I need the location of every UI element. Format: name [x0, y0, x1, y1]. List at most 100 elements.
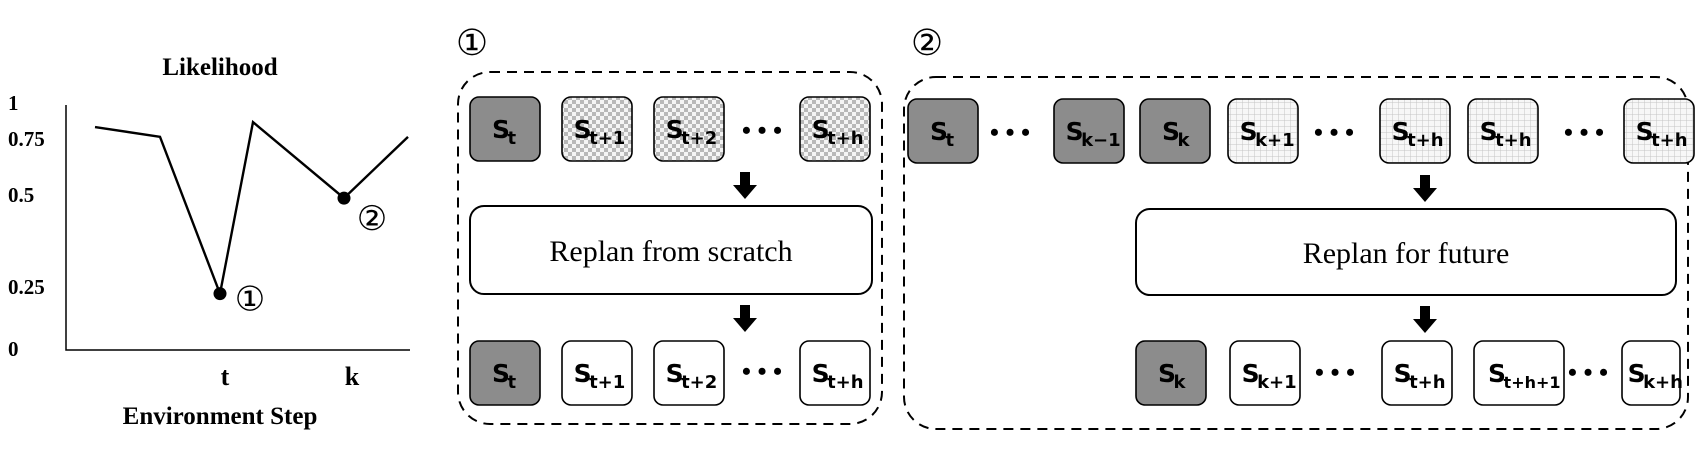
state-box-frame: [469, 96, 541, 162]
state-box-frame: [1135, 340, 1207, 406]
down-arrow-icon: [1413, 306, 1437, 333]
state-box-frame: [1621, 340, 1681, 406]
state-subscript: t: [508, 128, 517, 149]
state-symbol: S: [574, 359, 592, 388]
down-arrow-icon: [1413, 175, 1437, 202]
state-box: St: [907, 98, 979, 164]
x-axis-label: Environment Step: [123, 403, 318, 430]
state-subscript: k−1: [1081, 130, 1121, 151]
state-box-frame: [561, 340, 633, 406]
state-symbol: S: [1628, 359, 1646, 388]
state-box-frame: [469, 340, 541, 406]
state-box: St+h: [1623, 98, 1695, 164]
state-symbol: S: [1394, 359, 1412, 388]
state-symbol: S: [930, 117, 948, 146]
state-box: St+1: [561, 340, 633, 406]
state-symbol: S: [1242, 359, 1260, 388]
panel1-marker: ①: [456, 23, 488, 63]
state-subscript: t+1: [589, 128, 625, 149]
state-box: St: [469, 340, 541, 406]
ellipsis-dots: • • •: [742, 116, 782, 145]
y-tick-label: 0.75: [8, 127, 45, 151]
state-symbol: S: [492, 359, 510, 388]
state-symbol: S: [492, 115, 510, 144]
state-subscript: t+h+1: [1504, 373, 1561, 392]
state-subscript: t+1: [589, 372, 625, 393]
replan-for-future-label: Replan for future: [1303, 237, 1510, 270]
state-symbol: S: [1066, 117, 1084, 146]
y-tick-label: 0: [8, 337, 19, 361]
state-symbol: S: [574, 115, 592, 144]
state-symbol: S: [1488, 359, 1506, 388]
state-box: St+h: [1379, 98, 1451, 164]
state-box-frame: [1381, 340, 1453, 406]
chart-axes: [65, 105, 410, 351]
down-arrow-icon: [733, 172, 757, 199]
state-box: Sk+1: [1229, 340, 1301, 406]
state-box-frame: [653, 340, 725, 406]
state-box: St+h: [799, 340, 871, 406]
y-tick-label: 0.25: [8, 275, 45, 299]
state-subscript: t+h: [827, 372, 864, 393]
x-tick-label-t: t: [221, 362, 230, 391]
state-box-frame: [1139, 98, 1211, 164]
state-box: St: [469, 96, 541, 162]
y-tick-label: 1: [8, 91, 19, 115]
state-subscript: k+1: [1255, 130, 1295, 151]
ellipsis-dots: • • •: [1568, 358, 1608, 387]
likelihood-chart: Likelihood 1 0.75 0.5 0.25 0 ①② t k Envi…: [8, 54, 410, 430]
down-arrow-icon: [733, 305, 757, 332]
state-subscript: t+h: [1409, 372, 1446, 393]
replan-from-scratch-label: Replan from scratch: [549, 235, 792, 268]
ellipsis-dots: • • •: [1315, 358, 1355, 387]
state-box: St+h: [799, 96, 871, 162]
state-box: St+2: [653, 96, 725, 162]
state-box: Sk: [1135, 340, 1207, 406]
panel2-dashed-border: [903, 76, 1689, 430]
state-box: Sk+h: [1621, 340, 1683, 406]
state-symbol: S: [666, 115, 684, 144]
ellipsis-dots: • • •: [990, 118, 1030, 147]
state-box-frame: [561, 96, 633, 162]
state-symbol: S: [1158, 359, 1176, 388]
state-box: St+2: [653, 340, 725, 406]
state-symbol: S: [1240, 117, 1258, 146]
marked-point-dot: [337, 191, 351, 205]
state-box-frame: [653, 96, 725, 162]
state-box-frame: [1473, 340, 1565, 406]
state-subscript: t+2: [681, 128, 717, 149]
state-symbol: S: [1392, 117, 1410, 146]
state-box: Sk: [1139, 98, 1211, 164]
state-subscript: t+2: [681, 372, 717, 393]
state-box-frame: [1227, 98, 1299, 164]
ellipsis-dots: • • •: [742, 357, 782, 386]
state-subscript: t+h: [1495, 130, 1532, 151]
state-box-frame: [907, 98, 979, 164]
state-box-frame: [799, 340, 871, 406]
state-box-frame: [799, 96, 871, 162]
state-box-frame: [1229, 340, 1301, 406]
state-box-frame: [1467, 98, 1539, 164]
state-subscript: k: [1178, 130, 1191, 151]
state-subscript: k: [1174, 372, 1187, 393]
state-box: St+h+1: [1473, 340, 1565, 406]
x-tick-label-k: k: [345, 362, 360, 391]
state-box-frame: [1623, 98, 1695, 164]
likelihood-series-line: [94, 119, 409, 299]
state-subscript: t: [508, 372, 517, 393]
state-subscript: t+h: [1407, 130, 1444, 151]
state-box: St+1: [561, 96, 633, 162]
y-tick-label: 0.5: [8, 183, 34, 207]
panel2-marker: ②: [911, 23, 943, 63]
state-symbol: S: [1480, 117, 1498, 146]
state-box: Sk−1: [1053, 98, 1125, 164]
y-tick-labels: 1 0.75 0.5 0.25 0: [8, 91, 45, 361]
state-symbol: S: [812, 115, 830, 144]
state-symbol: S: [1162, 117, 1180, 146]
state-symbol: S: [812, 359, 830, 388]
